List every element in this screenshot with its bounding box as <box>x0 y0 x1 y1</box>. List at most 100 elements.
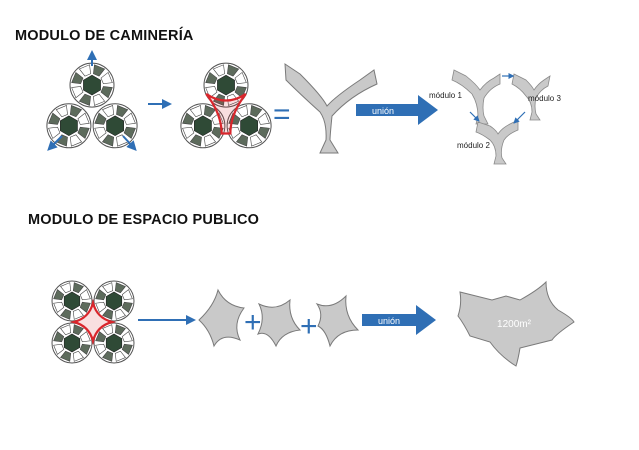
module-core <box>106 115 124 137</box>
module-core <box>105 291 123 311</box>
module-segment <box>101 105 115 118</box>
module-segment <box>55 134 68 147</box>
ring-arrow-icon <box>513 111 526 124</box>
module-segment <box>100 86 113 99</box>
module-segment <box>102 308 114 320</box>
module-segment <box>123 126 136 139</box>
module-segment <box>53 343 65 355</box>
module-segment <box>203 134 217 147</box>
module-segment <box>71 86 84 99</box>
module-unit <box>51 322 93 364</box>
module-segment <box>102 324 114 336</box>
module-segment <box>212 64 225 77</box>
module-segment <box>60 324 72 336</box>
module-segment <box>205 71 218 85</box>
module-segment <box>116 105 129 118</box>
module-segment <box>95 331 107 343</box>
module-segment <box>69 134 83 147</box>
module-unit <box>226 103 272 149</box>
module-core <box>105 333 123 353</box>
module-segment <box>102 350 114 362</box>
module-segment <box>71 71 84 85</box>
module-segment <box>72 324 84 336</box>
module-segment <box>93 93 106 106</box>
section-title-espacio-publico: MODULO DE ESPACIO PUBLICO <box>28 212 259 228</box>
module-2-label: módulo 2 <box>457 141 490 150</box>
module-core <box>194 115 212 137</box>
module-core <box>63 333 81 353</box>
module-segment <box>53 301 65 313</box>
red-union-outline <box>205 92 247 135</box>
module-2-shape <box>475 119 519 165</box>
module-3-shape <box>511 73 551 121</box>
module-segment <box>95 343 107 355</box>
module-segment <box>79 343 91 355</box>
module-core <box>63 291 81 311</box>
module-segment <box>78 93 91 106</box>
module-segment <box>114 324 126 336</box>
module-segment <box>94 126 107 139</box>
module-core <box>83 74 101 96</box>
module-segment <box>189 134 202 147</box>
module-segment <box>48 112 61 125</box>
module-segment <box>121 343 133 355</box>
module-segment <box>234 71 247 85</box>
module-segment <box>48 126 61 139</box>
module-segment <box>94 112 107 125</box>
public-space-module-shape <box>315 294 360 348</box>
module-ring: módulo 1 módulo 3 módulo 2 <box>429 69 561 165</box>
module-core <box>217 74 235 96</box>
module-segment <box>60 350 72 362</box>
module-segment <box>205 86 218 99</box>
module-segment <box>60 282 72 294</box>
public-space-merged-shape <box>457 280 575 367</box>
module-segment <box>77 126 90 139</box>
module-unit <box>92 103 138 149</box>
module-cluster-icon <box>51 280 135 364</box>
module-segment <box>123 112 136 125</box>
module-segment <box>114 308 126 320</box>
module-3-label: módulo 3 <box>528 94 561 103</box>
module-unit <box>51 280 93 322</box>
module-segment <box>69 105 83 118</box>
module-unit <box>69 62 115 108</box>
module-segment <box>72 308 84 320</box>
module-unit <box>203 62 249 108</box>
module-segment <box>235 105 249 118</box>
module-segment <box>78 64 91 77</box>
module-segment <box>55 105 68 118</box>
equals-sign: = <box>273 98 291 131</box>
module-segment <box>189 105 202 118</box>
module-segment <box>182 112 195 125</box>
module-segment <box>114 282 126 294</box>
module-segment <box>100 71 113 85</box>
area-label: 1200m² <box>497 319 532 330</box>
module-segment <box>77 112 90 125</box>
module-segment <box>93 64 106 77</box>
union-arrow-icon: unión <box>362 305 436 335</box>
module-unit <box>46 103 92 149</box>
module-core <box>240 115 258 137</box>
module-segment <box>102 282 114 294</box>
expansion-arrows <box>47 50 137 151</box>
module-segment <box>95 289 107 301</box>
section-title-camineria: MODULO DE CAMINERÍA <box>15 27 194 44</box>
module-cluster-icon <box>46 62 138 149</box>
module-segment <box>257 126 270 139</box>
module-unit <box>93 322 135 364</box>
module-segment <box>114 350 126 362</box>
module-segment <box>95 301 107 313</box>
module-segment <box>53 289 65 301</box>
module-segment <box>121 289 133 301</box>
union-arrow-icon: unión <box>356 95 438 125</box>
module-1-label: módulo 1 <box>429 91 462 100</box>
module-segment <box>79 331 91 343</box>
union-label: unión <box>378 316 400 326</box>
module-segment <box>182 126 195 139</box>
module-core <box>60 115 78 137</box>
module-segment <box>121 331 133 343</box>
module-segment <box>235 134 249 147</box>
module-segment <box>72 350 84 362</box>
module-segment <box>101 134 115 147</box>
